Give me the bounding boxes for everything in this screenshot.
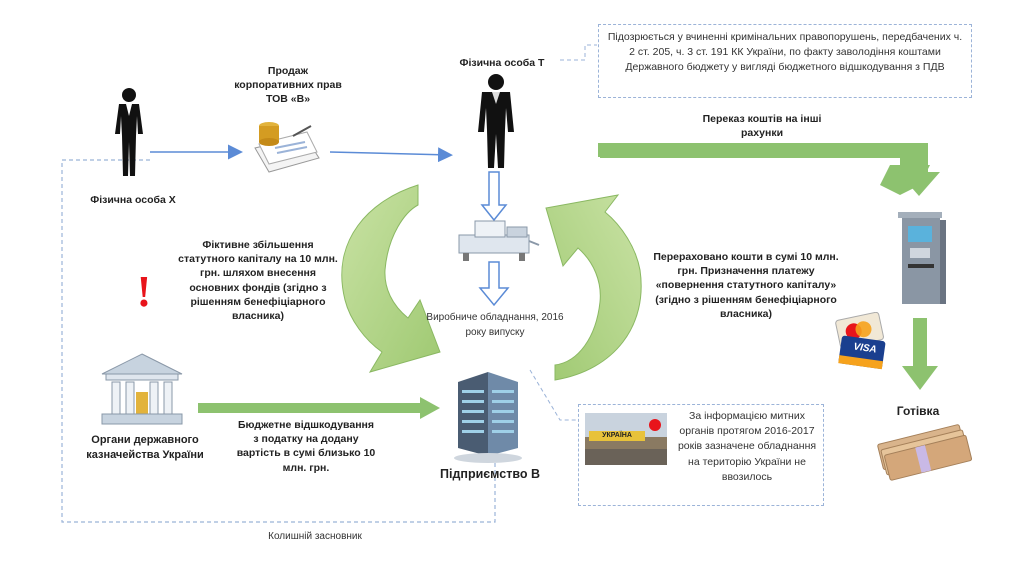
sale-arrow-2 <box>329 147 453 163</box>
treasury-label: Органи державного казначейства України <box>86 434 204 461</box>
former-founder-loop <box>61 159 496 523</box>
equipment-down-arrow <box>478 261 510 307</box>
documents-coins-icon <box>245 118 323 180</box>
suspicion-note-text: Підозрюється у вчиненні кримінальних пра… <box>607 31 963 74</box>
office-building-icon <box>448 368 528 464</box>
withdraw-arrow <box>902 318 938 390</box>
transfer-arrow <box>600 145 930 195</box>
atm-icon <box>898 210 948 306</box>
left-swoosh-arrow <box>341 184 441 373</box>
right-swoosh-arrow <box>545 194 642 381</box>
cash-label: Готівка <box>896 404 940 418</box>
person-t-label: Фізична особа Т <box>459 57 545 69</box>
credit-cards-icon: VISA <box>832 311 888 370</box>
businessman-t-icon <box>476 72 516 170</box>
customs-note-box: УКРАЇНА За інформацією митних органів пр… <box>578 404 824 506</box>
enterprise-label: Підприємство В <box>440 467 540 481</box>
fictitious-increase-label: Фіктивне збільшення статутного капіталу … <box>178 239 338 322</box>
refund-label: Бюджетне відшкодування з податку на дода… <box>236 419 376 474</box>
owner-down-arrow <box>480 171 508 222</box>
person-x-label: Фізична особа Х <box>90 194 176 206</box>
money-stack-icon <box>872 420 973 482</box>
customs-link-line <box>529 369 578 421</box>
transfer-accounts-label: Переказ коштів на інші рахунки <box>702 113 822 140</box>
note-link-line <box>560 44 597 61</box>
bank-building-icon <box>98 352 186 428</box>
refund-arrow <box>198 397 440 419</box>
businessman-x-icon <box>112 86 146 178</box>
suspicion-note-box: Підозрюється у вчиненні кримінальних пра… <box>598 24 972 98</box>
industrial-machine-icon <box>455 215 540 263</box>
checkpoint-sign: УКРАЇНА <box>589 431 645 441</box>
sale-label: Продаж корпоративних прав ТОВ «В» <box>234 65 342 106</box>
warning-icon: ! <box>136 267 152 316</box>
customs-checkpoint-photo: УКРАЇНА <box>585 413 667 465</box>
customs-note-text: За інформацією митних органів протягом 2… <box>677 410 817 483</box>
equipment-label: Виробниче обладнання, 2016 року випуску <box>426 312 564 338</box>
former-founder-label: Колишній засновник <box>268 531 362 542</box>
stop-sign-icon <box>649 419 661 431</box>
transferred-funds-label: Перераховано кошти в сумі 10 млн. грн. П… <box>653 251 839 320</box>
